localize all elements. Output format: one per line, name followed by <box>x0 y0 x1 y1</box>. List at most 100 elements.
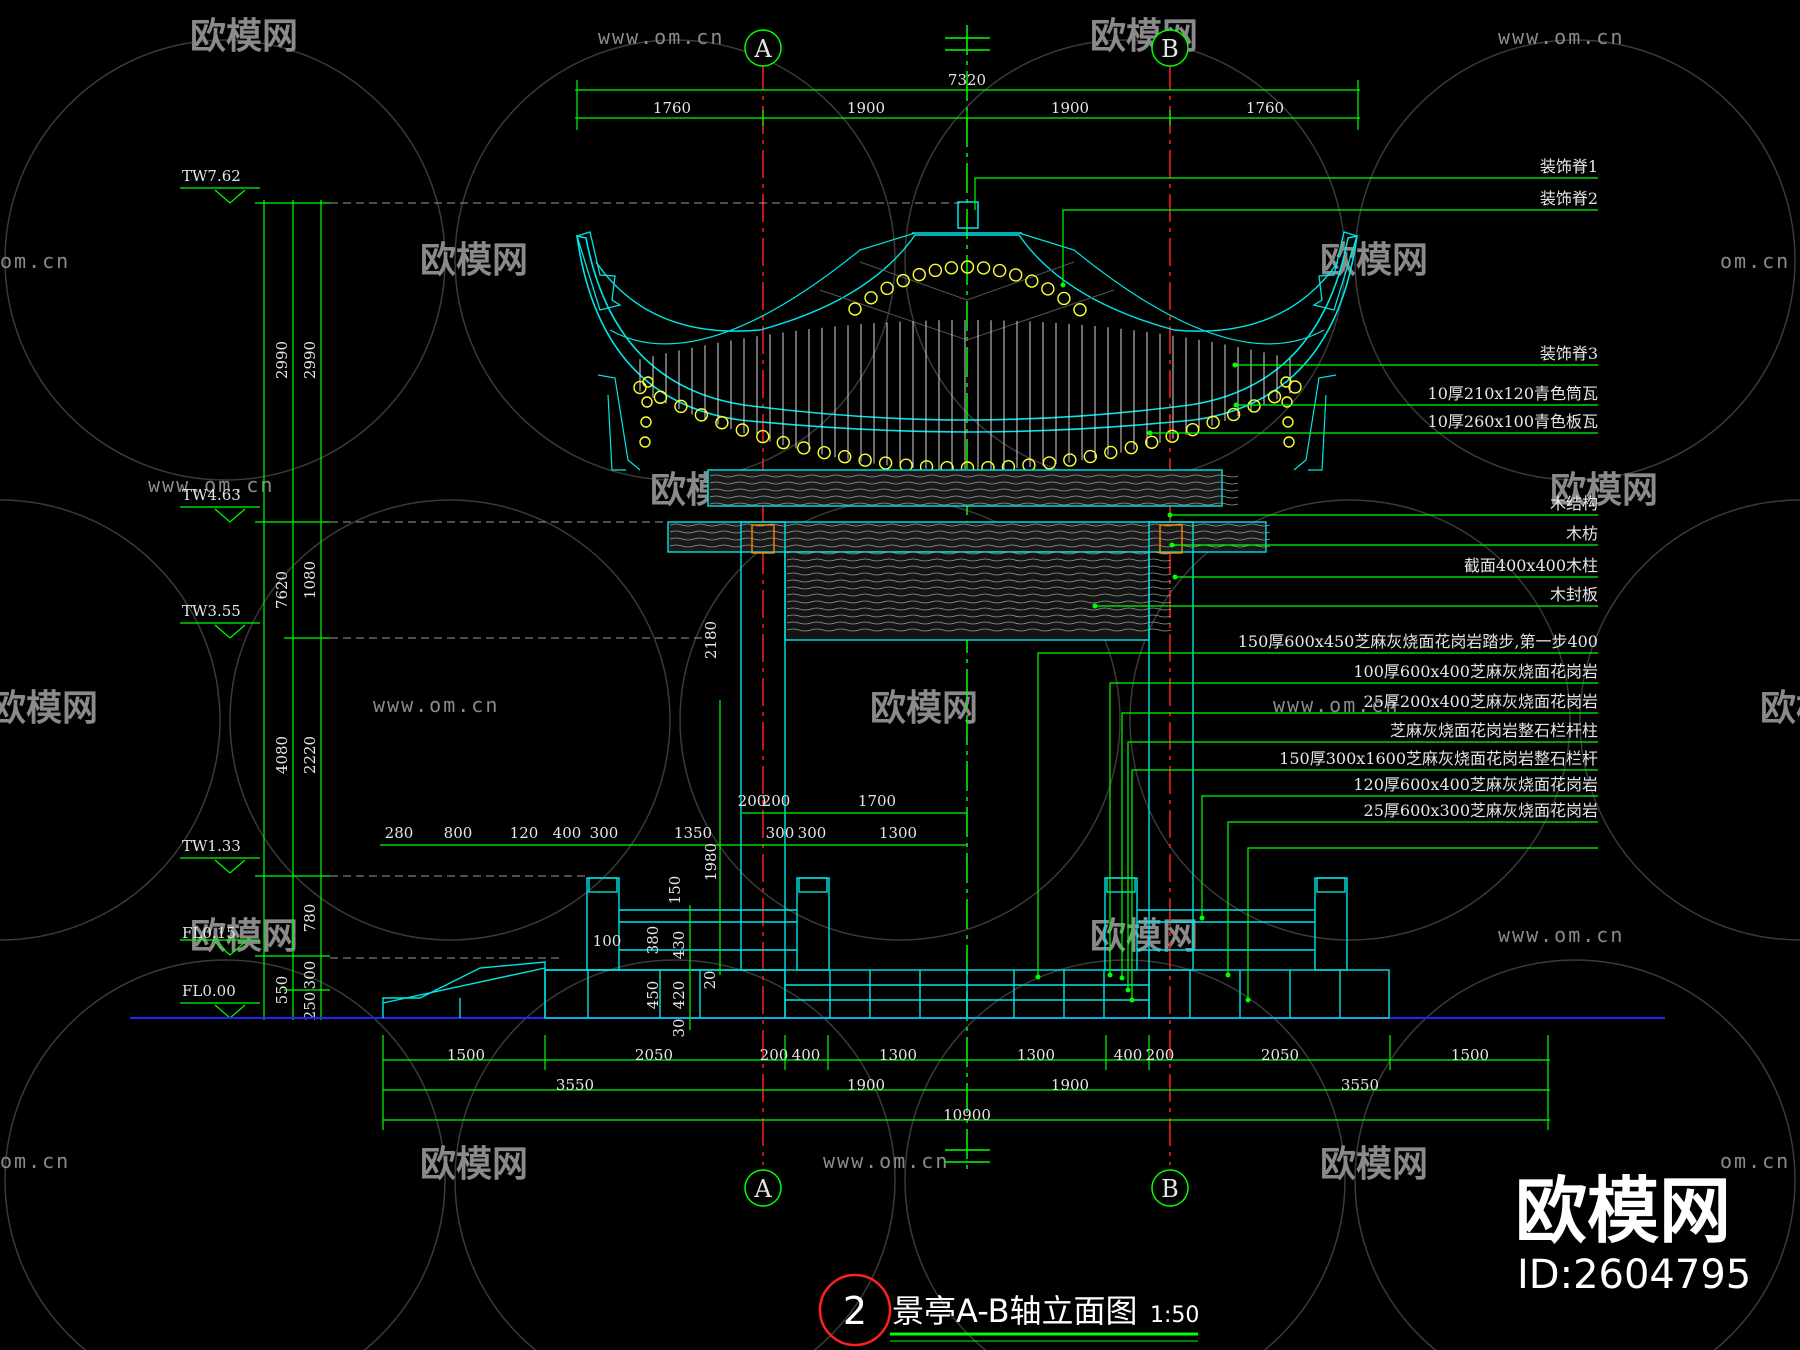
ridge-ornament-bead <box>1145 435 1159 450</box>
dim-bottom: 1300 <box>1017 1046 1055 1064</box>
drawing-number: 2 <box>843 1289 867 1333</box>
drawing-title: 景亭A-B轴立面图 <box>892 1292 1138 1330</box>
dim-bottom: 1500 <box>1451 1046 1489 1064</box>
callout-dots <box>1035 282 1251 1003</box>
dim-bottom: 400 <box>792 1046 821 1064</box>
watermark-circles <box>0 39 1800 1350</box>
ridge-ornament-bead <box>848 302 862 316</box>
ridge-ornament-bead <box>640 416 652 428</box>
level-tw133: TW1.33 <box>182 837 241 855</box>
dim-top-total: 7320 <box>948 71 986 89</box>
watermark-url: www.om.cn <box>1498 25 1624 49</box>
callout-label: 150厚600x450芝麻灰烧面花岗岩踏步,第一步400 <box>1238 632 1598 651</box>
watermark-brand: 欧模网 <box>420 240 528 281</box>
ridge-ornament-bead <box>928 263 943 278</box>
ridge-ornament-bead <box>1042 456 1057 470</box>
ridge-ornament-bead <box>1073 303 1087 317</box>
wood-grain-line <box>786 621 1172 625</box>
callout-label: 截面400x400木柱 <box>1464 556 1598 575</box>
callout-labels: 装饰脊1 装饰脊2 装饰脊3 10厚210x120青色筒瓦 10厚260x100… <box>1238 157 1598 820</box>
wood-beam <box>667 521 1267 553</box>
ridge-ornament-bead <box>1282 416 1294 428</box>
level-tw355: TW3.55 <box>182 602 241 620</box>
wood-grain-line <box>786 614 1172 618</box>
ridge-ornament-bead <box>674 399 688 414</box>
dim-left: 7620 <box>273 571 291 609</box>
watermark-brand: 欧模网 <box>1320 1144 1428 1185</box>
dim-mid: 420 <box>670 981 688 1010</box>
axis-bubble-b <box>1151 29 1189 67</box>
wood-grain-line <box>786 551 1172 555</box>
axis-bubbles: A B A B <box>744 29 1189 1207</box>
dim-step: 1300 <box>879 824 917 842</box>
wood-grain-line <box>786 600 1172 604</box>
ridge-ornament-bead <box>715 416 729 430</box>
level-fl015: FL0.15 <box>182 924 236 942</box>
column-right <box>1148 521 1194 971</box>
watermark-brand: 欧模网 <box>870 688 978 729</box>
callout-label: 25厚600x300芝麻灰烧面花岗岩 <box>1364 801 1598 820</box>
wood-grain-line <box>786 607 1172 611</box>
ridge-ornament-bead <box>1041 282 1055 296</box>
ridge-ornament-bead <box>858 453 872 467</box>
wood-grain-line <box>669 537 1271 541</box>
dim-bottom: 200 <box>760 1046 789 1064</box>
level-tw463: TW4.63 <box>182 486 241 504</box>
dim-bottom-2: 1900 <box>847 1076 885 1094</box>
dim-left-inner: 2990 <box>301 341 319 379</box>
watermark-url: www.om.cn <box>598 25 724 49</box>
ridge-ornament-bead <box>864 291 878 305</box>
dim-left-inner: 780 <box>301 904 319 933</box>
callout-label: 装饰脊2 <box>1540 189 1598 208</box>
watermark-brand: 欧模网 <box>0 688 98 729</box>
dim-mid: 2180 <box>702 621 720 659</box>
ridge-ornament-bead <box>1206 415 1220 430</box>
callout-label: 芝麻灰烧面花岗岩整石栏杆柱 <box>1390 721 1598 740</box>
dim-top: 1760 <box>653 99 691 117</box>
dim-left-inner: 2220 <box>301 736 319 774</box>
dim-mid: 380 <box>644 926 662 955</box>
callout-label: 10厚210x120青色筒瓦 <box>1428 384 1598 403</box>
callout-label: 150厚300x1600芝麻灰烧面花岗岩整石栏杆 <box>1279 749 1598 768</box>
ridge-ornament-bead <box>944 261 959 275</box>
wood-grain-line <box>786 593 1172 597</box>
dim-step: 1350 <box>674 824 712 842</box>
axis-label-b: B <box>1161 35 1179 63</box>
ridge-ornament-bead <box>797 441 811 455</box>
watermark-url: om.cn <box>0 1149 70 1173</box>
title-circle <box>818 1273 892 1347</box>
dim-bottom: 1300 <box>879 1046 917 1064</box>
ridge-ornament-bead <box>896 273 910 288</box>
ridge-ornament-bead <box>817 445 831 460</box>
callout-label: 装饰脊3 <box>1540 344 1598 363</box>
wood-grain-line <box>709 495 1239 499</box>
wood-grain-line <box>786 558 1172 562</box>
watermark-url: om.cn <box>1720 249 1790 273</box>
ridge-ornament-bead <box>776 435 790 450</box>
dim-step: 800 <box>444 824 473 842</box>
ridge-ornament-bead <box>1288 380 1302 394</box>
ridge-ornament-bead <box>992 263 1007 278</box>
ridge-ornament-bead <box>960 260 975 274</box>
base-dimension-texts: 280 800 120 400 300 1350 300 300 1300 20… <box>385 621 1489 1124</box>
ridge-ornament-bead <box>1057 291 1071 306</box>
ridge-ornament-bead <box>1226 407 1241 422</box>
watermark-brand: 欧模网 <box>1550 470 1658 511</box>
ridge-ornament-bead <box>653 390 668 404</box>
dim-top: 1760 <box>1246 99 1284 117</box>
ridge-ornament-bead <box>1247 399 1261 413</box>
dim-step: 300 <box>766 824 795 842</box>
wood-grain-line <box>709 474 1239 478</box>
dim-mid: 450 <box>644 981 662 1010</box>
dim-mid: 30 <box>670 1018 688 1037</box>
ridge-ornament-bead <box>880 281 894 296</box>
dim-col: 200 <box>762 792 791 810</box>
wood-grain-line <box>786 628 1172 632</box>
dim-step: 400 <box>553 824 582 842</box>
dim-bottom: 2050 <box>1261 1046 1299 1064</box>
ridge-ornament-bead <box>1124 440 1138 455</box>
ridge-ornament-bead <box>976 261 991 275</box>
ridge-ornament-bead <box>912 267 926 282</box>
